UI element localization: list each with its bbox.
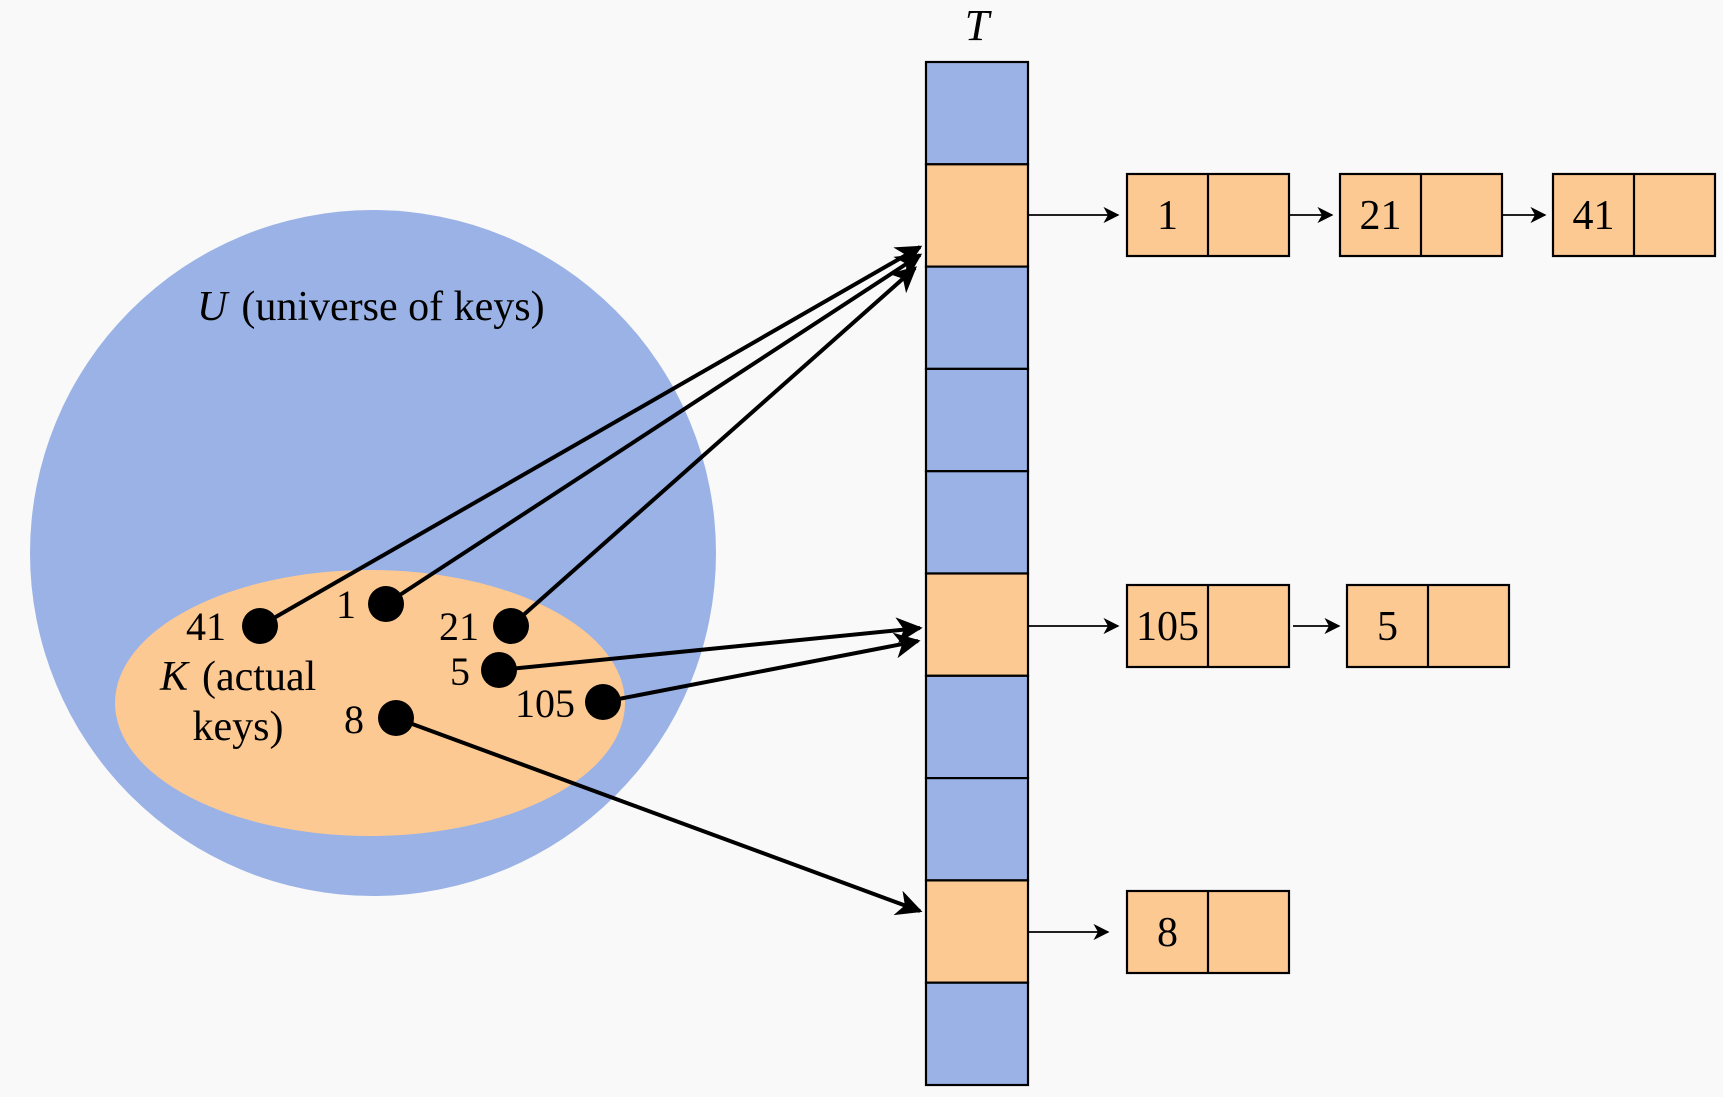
key-label-5: 5 bbox=[450, 649, 470, 694]
table-slot-8-occupied bbox=[924, 879, 1030, 984]
hash-arrow-key-5 bbox=[498, 617, 923, 672]
actual-keys-label-line2: keys) bbox=[193, 704, 284, 750]
chain-node-value: 21 bbox=[1360, 193, 1402, 239]
table-slot-0-empty bbox=[924, 60, 1030, 166]
hash-arrow-key-41 bbox=[259, 245, 923, 628]
key-dot-1 bbox=[368, 586, 404, 622]
key-dots: 41 1 215 105 8 bbox=[186, 582, 621, 742]
key-dot-8 bbox=[378, 700, 414, 736]
chain-node-value: 5 bbox=[1377, 604, 1398, 650]
table-slot-2-empty bbox=[924, 265, 1030, 371]
table-slot-7-empty bbox=[924, 776, 1030, 882]
chain-node-1: 1 bbox=[1125, 172, 1291, 258]
hash-table-label: T bbox=[965, 1, 993, 50]
hash-table bbox=[924, 60, 1030, 1087]
key-label-105: 105 bbox=[515, 681, 575, 726]
hash-arrow-key-1 bbox=[384, 253, 923, 606]
chain-node-105: 105 bbox=[1125, 583, 1291, 669]
key-label-41: 41 bbox=[186, 604, 226, 649]
table-slot-4-empty bbox=[924, 470, 1030, 575]
chain-lists: 1 21 41 105 5 8 bbox=[1125, 172, 1717, 975]
key-dot-5 bbox=[481, 652, 517, 688]
key-dot-105 bbox=[585, 684, 621, 720]
chain-node-value: 1 bbox=[1157, 193, 1178, 239]
key-dot-21 bbox=[493, 608, 529, 644]
chain-node-8: 8 bbox=[1125, 889, 1291, 975]
chain-node-value: 8 bbox=[1157, 910, 1178, 956]
chain-node-41: 41 bbox=[1551, 172, 1717, 258]
table-slot-6-empty bbox=[924, 674, 1030, 780]
arrows-layer bbox=[259, 206, 1547, 941]
key-dot-41 bbox=[242, 608, 278, 644]
hash-arrow-key-21 bbox=[509, 266, 917, 628]
chain-node-value: 105 bbox=[1136, 604, 1199, 650]
chain-node-value: 41 bbox=[1573, 193, 1615, 239]
key-label-1: 1 bbox=[336, 582, 356, 627]
table-slot-3-empty bbox=[924, 367, 1030, 473]
key-label-8: 8 bbox=[344, 697, 364, 742]
key-label-21: 21 bbox=[439, 604, 479, 649]
actual-keys-label-line1: K(actual bbox=[159, 654, 316, 700]
table-slot-9-empty bbox=[924, 981, 1030, 1087]
chain-node-5: 5 bbox=[1345, 583, 1511, 669]
hash-arrow-key-8 bbox=[395, 716, 923, 916]
universe-label: U(universe of keys) bbox=[197, 284, 545, 330]
table-slot-5-occupied bbox=[924, 572, 1030, 677]
hash-arrow-key-105 bbox=[602, 632, 921, 704]
chain-node-21: 21 bbox=[1338, 172, 1504, 258]
table-slot-1-occupied bbox=[924, 163, 1030, 268]
